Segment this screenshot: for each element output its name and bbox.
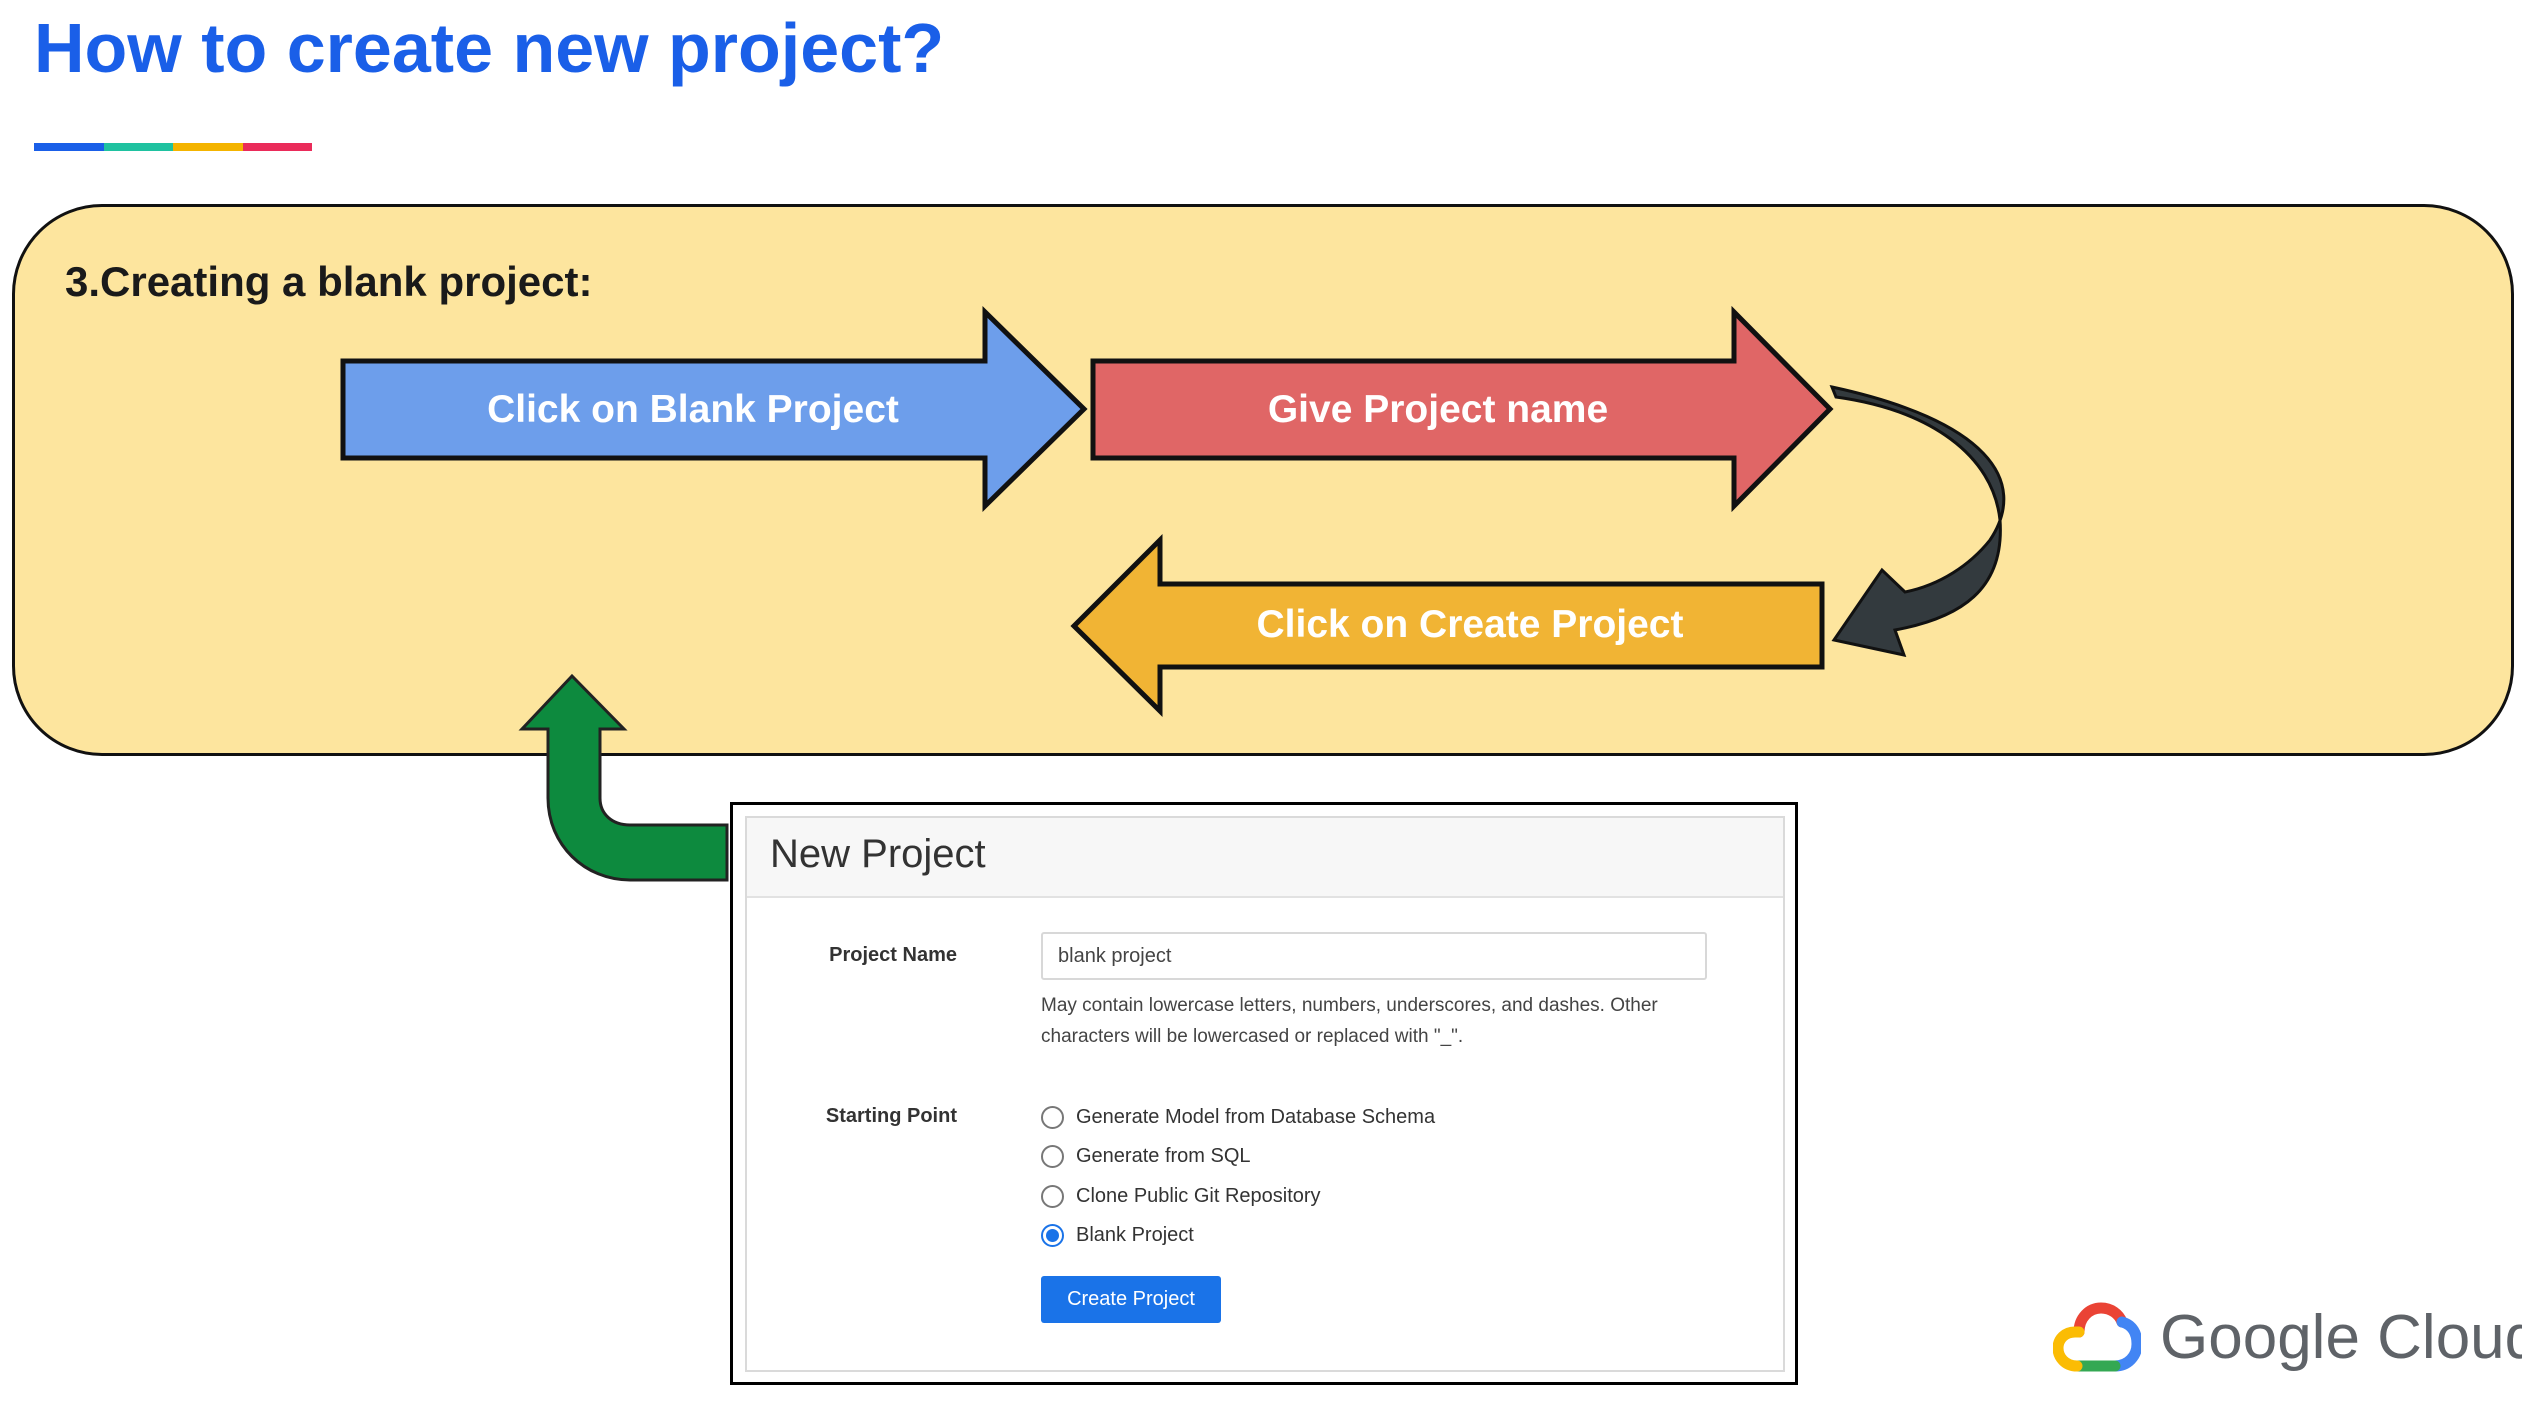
project-name-input[interactable] bbox=[1041, 932, 1707, 980]
rule-segment-yellow bbox=[173, 143, 243, 151]
title-color-rule bbox=[34, 143, 312, 151]
radio-button-selected[interactable] bbox=[1041, 1223, 1064, 1247]
radio-label: Clone Public Git Repository bbox=[1076, 1184, 1321, 1207]
dialog-header: New Project bbox=[747, 818, 1783, 898]
google-cloud-logo-icon bbox=[2053, 1302, 2141, 1372]
radio-selected-dot bbox=[1046, 1228, 1059, 1242]
google-cloud-wordmark: Google Cloud bbox=[2160, 1303, 2522, 1372]
arrow-step-1 bbox=[340, 306, 1088, 512]
project-name-label: Project Name bbox=[829, 944, 957, 966]
radio-label: Blank Project bbox=[1076, 1223, 1194, 1246]
create-project-button[interactable]: Create Project bbox=[1041, 1276, 1221, 1323]
return-arrow-up bbox=[518, 673, 729, 882]
radio-button[interactable] bbox=[1041, 1105, 1064, 1129]
rule-segment-pink bbox=[242, 143, 312, 151]
step-2-label: Give Project name bbox=[1267, 388, 1609, 431]
slide-title: How to create new project? bbox=[34, 9, 945, 87]
rule-segment-blue bbox=[34, 143, 104, 151]
starting-point-label: Starting Point bbox=[825, 1105, 957, 1127]
radio-button[interactable] bbox=[1041, 1184, 1064, 1208]
project-name-hint: May contain lowercase letters, numbers, … bbox=[1041, 995, 1658, 1047]
step-3-label: Click on Create Project bbox=[1256, 603, 1684, 646]
radio-option-blank-project[interactable]: Blank Project bbox=[1041, 1220, 1194, 1250]
curved-connector-arrow bbox=[1829, 384, 2006, 658]
radio-label: Generate Model from Database Schema bbox=[1076, 1105, 1436, 1128]
radio-option-git-repository[interactable]: Clone Public Git Repository bbox=[1041, 1181, 1321, 1211]
radio-option-database-schema[interactable]: Generate Model from Database Schema bbox=[1041, 1102, 1435, 1132]
radio-button[interactable] bbox=[1041, 1144, 1064, 1168]
radio-label: Generate from SQL bbox=[1076, 1144, 1251, 1167]
step-1-label: Click on Blank Project bbox=[487, 388, 899, 431]
step-heading: 3.Creating a blank project: bbox=[65, 258, 593, 305]
dialog-title: New Project bbox=[770, 832, 986, 876]
arrow-step-3 bbox=[1070, 533, 1825, 717]
radio-option-sql[interactable]: Generate from SQL bbox=[1041, 1141, 1251, 1171]
new-project-dialog: New Project Project Name May contain low… bbox=[745, 816, 1785, 1372]
rule-segment-teal bbox=[103, 143, 173, 151]
arrow-step-2 bbox=[1090, 305, 1834, 513]
